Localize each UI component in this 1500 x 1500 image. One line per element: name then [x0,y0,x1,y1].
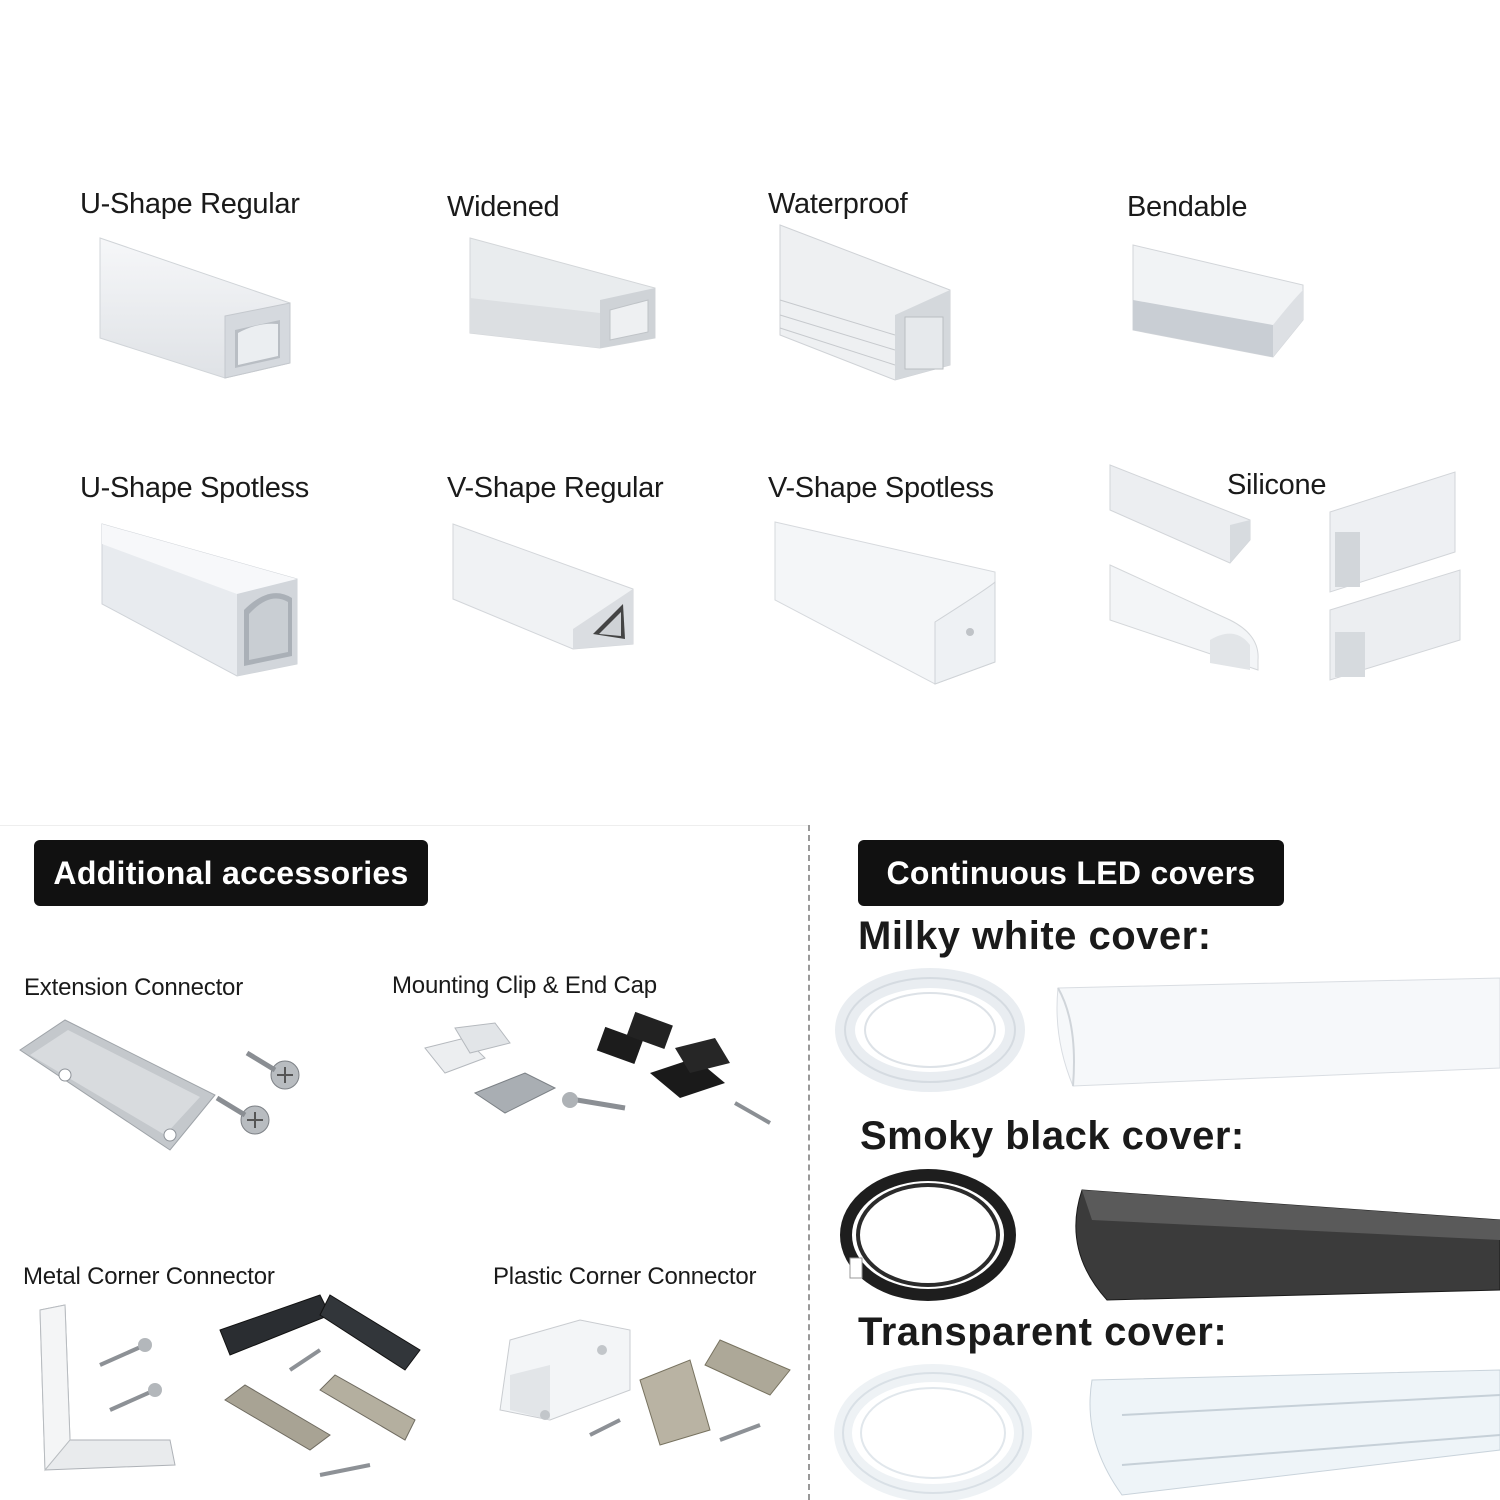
silicone-image-3 [1109,564,1259,671]
profile-label-v-shape-regular: V-Shape Regular [447,472,664,504]
accessories-title-badge: Additional accessories [34,840,428,906]
silicone-image-1 [1109,464,1251,564]
transparent-coil-image [834,1364,1032,1500]
milky-white-strip-image [1056,977,1500,1087]
vertical-dashed-divider [808,825,810,1500]
smoky-black-strip-image [1075,1189,1500,1301]
v-shape-regular-image [452,523,634,650]
accessory-label-metal-corner: Metal Corner Connector [23,1263,275,1290]
screw-icon [245,1050,300,1090]
silicone-image-2 [1329,471,1456,593]
covers-title-badge: Continuous LED covers [858,840,1284,906]
extension-connector-image [19,1019,216,1151]
waterproof-image [779,224,951,381]
accessory-label-extension-connector: Extension Connector [24,974,243,1001]
silicone-image-4 [1329,569,1461,681]
profile-label-u-shape-spotless: U-Shape Spotless [80,472,309,504]
u-shape-regular-image [99,237,291,379]
v-shape-spotless-image [774,521,996,685]
u-shape-spotless-image [101,523,298,677]
screw-icon [215,1095,270,1135]
profile-label-bendable: Bendable [1127,191,1248,223]
profile-label-silicone: Silicone [1227,469,1327,501]
accessory-label-mounting-clip: Mounting Clip & End Cap [392,972,657,999]
profile-label-waterproof: Waterproof [768,188,908,220]
bendable-image [1132,244,1304,358]
smoky-black-coil-image [840,1169,1016,1301]
mounting-clip-end-cap-image [424,1011,771,1125]
profile-label-v-shape-spotless: V-Shape Spotless [768,472,994,504]
metal-corner-connector-image [39,1294,421,1477]
profile-label-widened: Widened [447,191,560,223]
accessory-label-plastic-corner: Plastic Corner Connector [493,1263,757,1290]
cover-label-milky-white: Milky white cover: [858,914,1212,958]
section-separator [0,825,808,826]
plastic-corner-connector-image [499,1319,791,1446]
milky-white-coil-image [835,968,1025,1092]
cover-label-smoky-black: Smoky black cover: [860,1114,1245,1158]
transparent-strip-image [1089,1369,1500,1496]
profile-label-u-shape-regular: U-Shape Regular [80,188,300,220]
cover-label-transparent: Transparent cover: [858,1310,1228,1354]
widened-image [469,237,656,349]
